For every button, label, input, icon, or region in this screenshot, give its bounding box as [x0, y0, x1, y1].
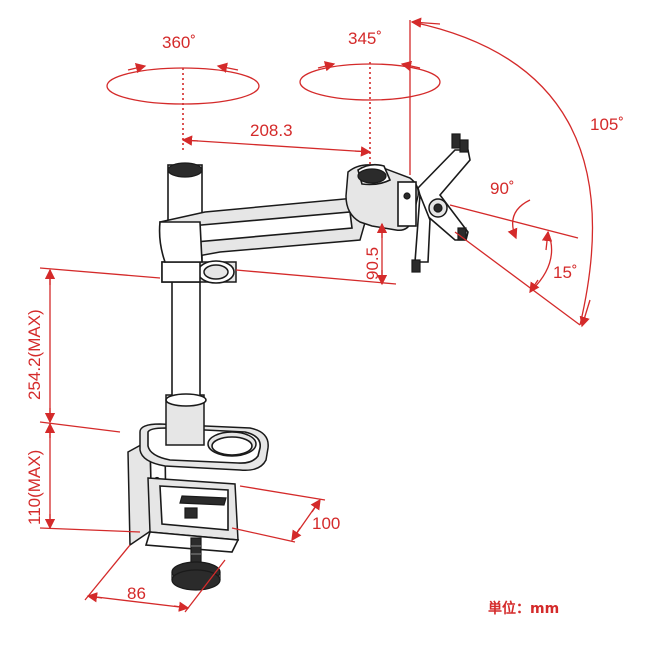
extension-arm [158, 163, 420, 263]
tilt-range-label: 105˚ [590, 115, 624, 134]
pole-height-label: 254.2(MAX) [25, 309, 44, 400]
clamp-height-label: 110(MAX) [25, 450, 44, 525]
unit-label: 単位：mm [488, 600, 559, 617]
support-pole [161, 162, 237, 446]
tilt-small-label: 15˚ [553, 263, 578, 282]
arm-length-label: 208.3 [250, 121, 293, 140]
clamp-width-label: 86 [127, 584, 146, 603]
clamp-depth-label: 100 [312, 514, 340, 533]
arm-drop-label: 90.5 [363, 247, 382, 280]
base-rotation-label: 360˚ [162, 33, 196, 52]
clamp-bracket [127, 438, 240, 591]
head-rotation-label: 345˚ [348, 29, 382, 48]
monitor-arm-drawing [127, 133, 471, 591]
vesa-mount-plate [411, 133, 471, 273]
dimension-labels: 360˚ 345˚ 105˚ 208.3 90˚ 15˚ 90.5 254.2(… [25, 29, 624, 617]
dimension-lines [39, 17, 594, 613]
swivel-label: 90˚ [490, 179, 515, 198]
